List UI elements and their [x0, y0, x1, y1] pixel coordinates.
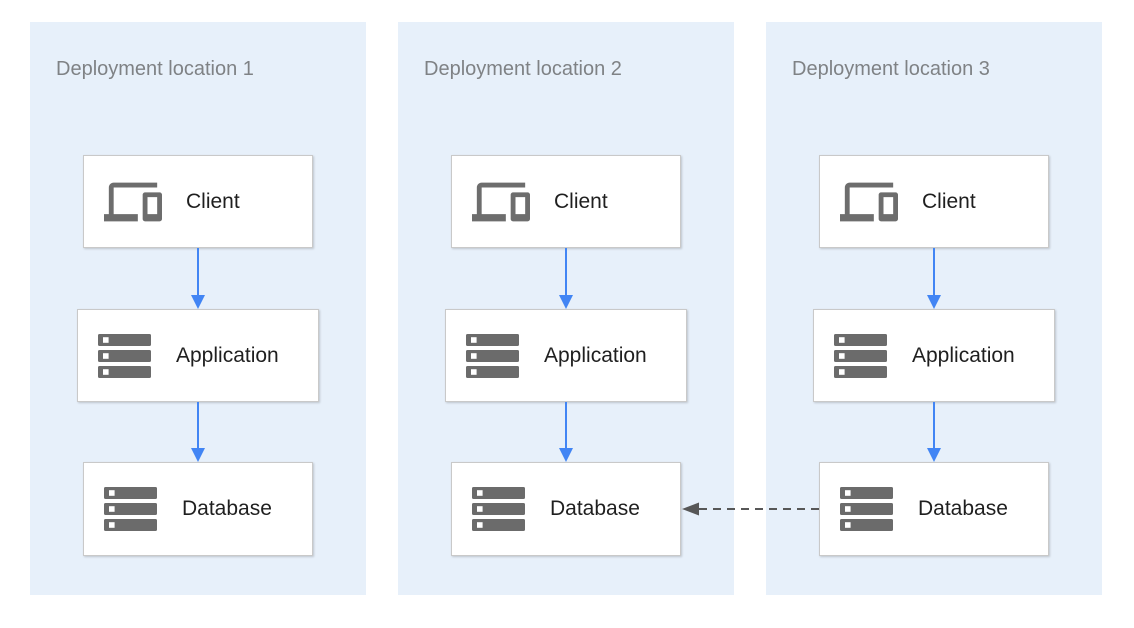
application-to-database-arrow	[559, 402, 573, 462]
node-label: Application	[912, 343, 1015, 367]
node-label: Client	[554, 189, 608, 213]
client-node: Client	[451, 155, 681, 248]
devices-icon	[104, 173, 162, 231]
client-node: Client	[819, 155, 1049, 248]
node-label: Client	[186, 189, 240, 213]
application-node: Application	[77, 309, 319, 402]
client-node: Client	[83, 155, 313, 248]
database-replication-arrow	[682, 502, 819, 516]
client-to-application-arrow	[927, 248, 941, 309]
deployment-location-2-panel: Deployment location 2 Client Application…	[398, 22, 734, 595]
database-node: Database	[819, 462, 1049, 556]
node-label: Application	[176, 343, 279, 367]
client-to-application-arrow	[559, 248, 573, 309]
node-label: Database	[550, 497, 640, 520]
database-node: Database	[451, 462, 681, 556]
node-label: Application	[544, 343, 647, 367]
server-stack-icon	[472, 487, 526, 531]
node-label: Database	[182, 497, 272, 520]
deployment-location-3-panel: Deployment location 3 Client Application…	[766, 22, 1102, 595]
client-to-application-arrow	[191, 248, 205, 309]
application-to-database-arrow	[927, 402, 941, 462]
panel-title: Deployment location 2	[424, 58, 622, 80]
server-stack-icon	[466, 333, 520, 378]
panel-title: Deployment location 1	[56, 58, 254, 80]
panel-title: Deployment location 3	[792, 58, 990, 80]
application-to-database-arrow	[191, 402, 205, 462]
application-node: Application	[813, 309, 1055, 402]
server-stack-icon	[834, 333, 888, 378]
node-label: Client	[922, 189, 976, 213]
devices-icon	[840, 173, 898, 231]
database-node: Database	[83, 462, 313, 556]
devices-icon	[472, 173, 530, 231]
node-label: Database	[918, 497, 1008, 520]
application-node: Application	[445, 309, 687, 402]
server-stack-icon	[98, 333, 152, 378]
server-stack-icon	[104, 487, 158, 531]
server-stack-icon	[840, 487, 894, 531]
deployment-location-1-panel: Deployment location 1 Client Application…	[30, 22, 366, 595]
